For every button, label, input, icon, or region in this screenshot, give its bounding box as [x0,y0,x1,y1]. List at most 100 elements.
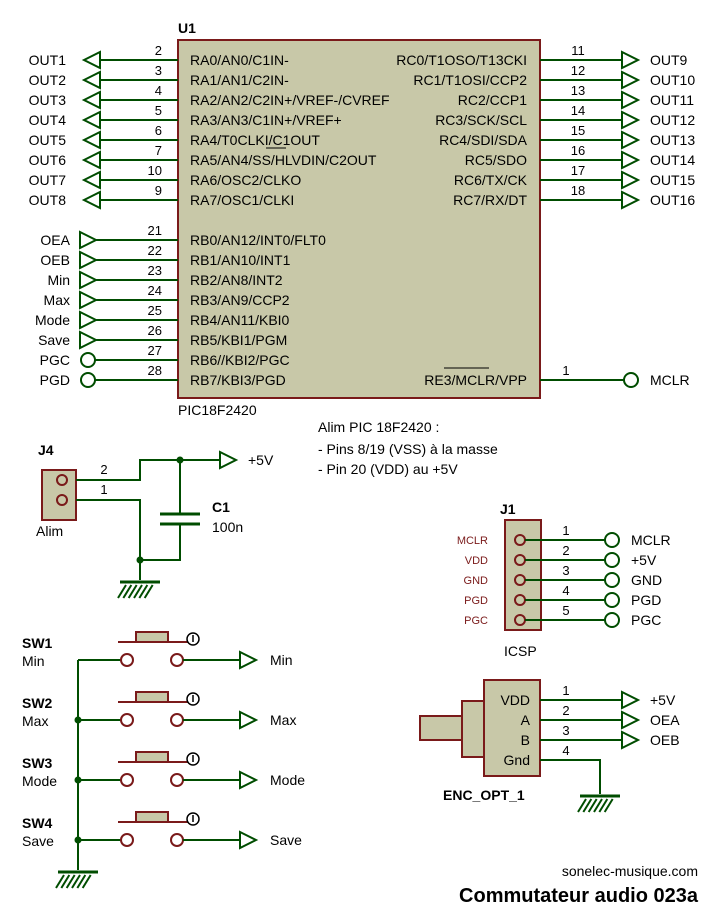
pin-number: 1 [562,523,569,538]
output-port-icon [81,130,101,150]
net-label: Max [44,292,70,308]
pin-name: RB4/AN11/KBI0 [190,312,290,328]
input-port-icon [79,310,99,330]
pin-name: Gnd [504,752,530,768]
contact-icon [120,653,134,667]
pin-number: 13 [571,83,585,98]
note-line-3: - Pin 20 (VDD) au +5V [318,461,458,477]
net-label: OUT15 [650,172,695,188]
pin-number: 7 [155,143,162,158]
pin-number: 6 [155,123,162,138]
net-label: PGC [631,612,661,628]
title-block: sonelec-musique.com Commutateur audio 02… [459,863,699,907]
pin-number: 11 [571,43,585,58]
output-port-icon [621,90,641,110]
net-label: OUT6 [29,152,67,168]
ground-icon [55,870,98,889]
pin-name: RC7/RX/DT [453,192,527,208]
pin-number: 3 [155,63,162,78]
pin-name: RB6//KBI2/PGC [190,352,290,368]
pin-number: 15 [571,123,585,138]
net-label: OUT16 [650,192,695,208]
net-label: Min [270,652,293,668]
pin-number: 2 [100,462,107,477]
pushbutton-cap-icon [135,811,169,823]
pin-name: VDD [500,692,530,708]
input-port-icon [79,330,99,350]
pin-name: RA3/AN3/C1IN+/VREF+ [190,112,342,128]
schematic-title: Commutateur audio 023a [459,885,699,907]
pin-number: 28 [148,363,162,378]
pin-number: 14 [571,103,585,118]
pin-number: 1 [562,683,569,698]
icsp-connector: J1MCLR1MCLRVDD2+5VGND3GNDPGD4PGDPGC5PGCI… [457,501,671,659]
pin-name: RC4/SDI/SDA [439,132,528,148]
net-label: Min [47,272,70,288]
contact-icon [170,773,184,787]
net-label: OUT3 [29,92,67,108]
pin-name: RA0/AN0/C1IN- [190,52,289,68]
contact-icon [170,653,184,667]
pin-number: 4 [155,83,162,98]
pin-name: PGC [464,615,488,627]
input-port-icon [79,290,99,310]
pin-number: 18 [571,183,585,198]
output-port-icon [81,170,101,190]
pin-name: RC0/T1OSO/T13CKI [396,52,527,68]
pin-name: RC3/SCK/SCL [435,112,527,128]
output-port-icon [621,710,641,730]
pin-name: RB0/AN12/INT0/FLT0 [190,232,326,248]
pin-number: 4 [562,583,569,598]
pin-number: 1 [562,363,569,378]
output-port-icon [621,150,641,170]
ic-u1: U1PIC18F24202RA0/AN0/C1IN-OUT13RA1/AN1/C… [29,20,696,418]
note-line-2: - Pins 8/19 (VSS) à la masse [318,441,498,457]
junction-dot [136,556,144,564]
encoder-body [483,679,541,777]
net-label: OUT14 [650,152,695,168]
pin-socket-icon [56,494,68,506]
net-label: OUT10 [650,72,695,88]
io-port-icon [604,572,620,588]
pushbutton-cap-icon [135,691,169,703]
output-port-icon [81,70,101,90]
pin-number: 25 [148,303,162,318]
net-label: OUT7 [29,172,67,188]
net-label: Save [270,832,302,848]
pin-name: RC6/TX/CK [454,172,528,188]
momentary-icon [186,752,200,766]
pin-name: VDD [465,555,488,567]
pin-name: RC5/SDO [465,152,527,168]
net-label: +5V [631,552,657,568]
switch-value: Max [22,713,48,729]
net-label: OEB [650,732,680,748]
net-label: GND [631,572,662,588]
output-port-icon [81,110,101,130]
output-port-icon [239,770,259,790]
pin-name: RC1/T1OSI/CCP2 [413,72,527,88]
contact-icon [170,713,184,727]
site-url: sonelec-musique.com [562,863,698,879]
supply-label: +5V [248,452,274,468]
pin-name: RB1/AN10/INT1 [190,252,291,268]
pin-name: RA6/OSC2/CLKO [190,172,301,188]
pin-name: GND [464,575,489,587]
ic-part-number: PIC18F2420 [178,402,257,418]
pin-number: 5 [562,603,569,618]
pin-number: 17 [571,163,585,178]
